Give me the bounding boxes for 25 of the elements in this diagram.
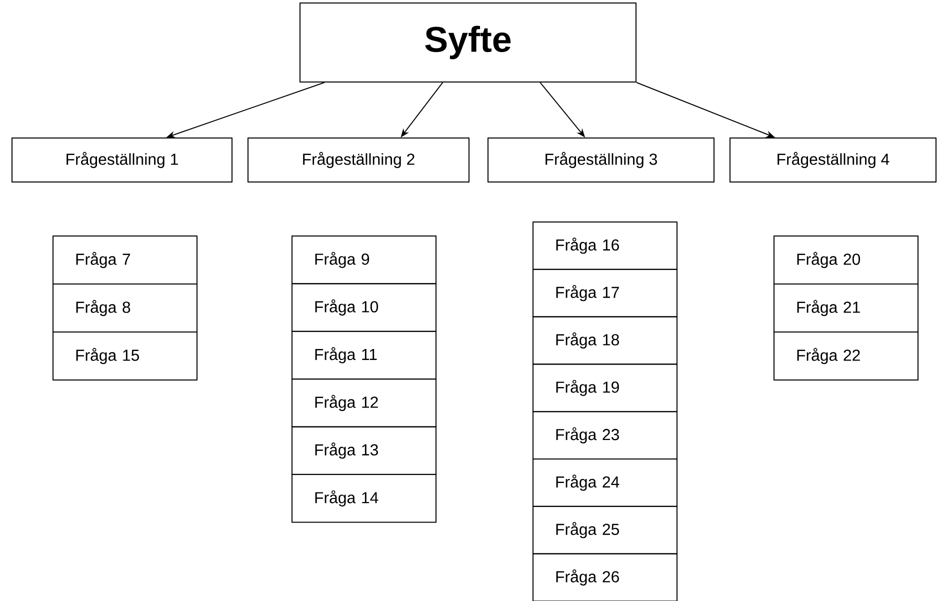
question-cell: Fråga 15 bbox=[52, 331, 198, 380]
question-cell: Fråga 11 bbox=[292, 330, 436, 380]
question-cell: Fråga 25 bbox=[532, 506, 678, 554]
question-box: Frågeställning 4 bbox=[730, 137, 936, 182]
question-cell: Fråga 20 bbox=[774, 235, 918, 284]
question-cell: Fråga 13 bbox=[292, 426, 436, 475]
title-box: Syfte bbox=[300, 2, 636, 82]
question-cell: Fråga 18 bbox=[532, 316, 678, 365]
question-cell: Fråga 17 bbox=[532, 268, 678, 318]
question-cell: Fråga 14 bbox=[292, 474, 436, 523]
question-cell: Fråga 21 bbox=[774, 283, 918, 332]
question-cell: Fråga 19 bbox=[532, 364, 678, 412]
question-cell: Fråga 16 bbox=[532, 221, 678, 270]
question-cell: Fråga 24 bbox=[532, 458, 678, 507]
question-cell: Fråga 12 bbox=[292, 378, 436, 428]
question-cell: Fråga 10 bbox=[292, 283, 436, 332]
question-cell: Fråga 23 bbox=[532, 411, 678, 460]
question-box: Frågeställning 2 bbox=[248, 137, 470, 182]
question-cell: Fråga 8 bbox=[52, 283, 198, 332]
question-cell: Fråga 9 bbox=[292, 236, 436, 284]
question-cell: Fråga 22 bbox=[774, 331, 918, 380]
question-cell: Fråga 26 bbox=[532, 553, 678, 601]
question-box: Frågeställning 3 bbox=[488, 137, 714, 182]
question-cell: Fråga 7 bbox=[52, 235, 198, 284]
question-box: Frågeställning 1 bbox=[12, 137, 232, 182]
